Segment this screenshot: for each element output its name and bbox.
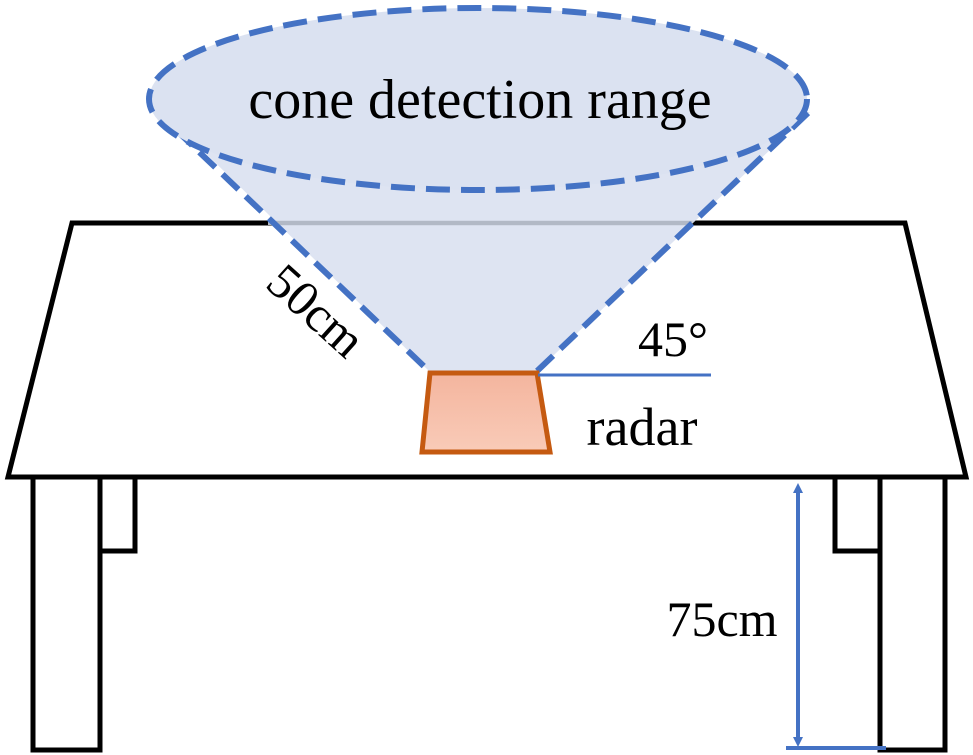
table-leg-right-inner <box>832 474 883 554</box>
radar-label: radar <box>587 397 698 457</box>
detection-range-ellipse <box>146 5 810 193</box>
table-leg-right-outer <box>877 474 948 753</box>
radar-body <box>419 370 553 455</box>
cone-angle-label: 45° <box>638 311 708 367</box>
table-leg-left-outer <box>30 474 103 753</box>
table-leg-left-inner <box>97 474 138 554</box>
detection-range-label: cone detection range <box>248 69 711 131</box>
mount-height-label: 75cm <box>666 591 777 647</box>
table-legs <box>30 474 948 753</box>
